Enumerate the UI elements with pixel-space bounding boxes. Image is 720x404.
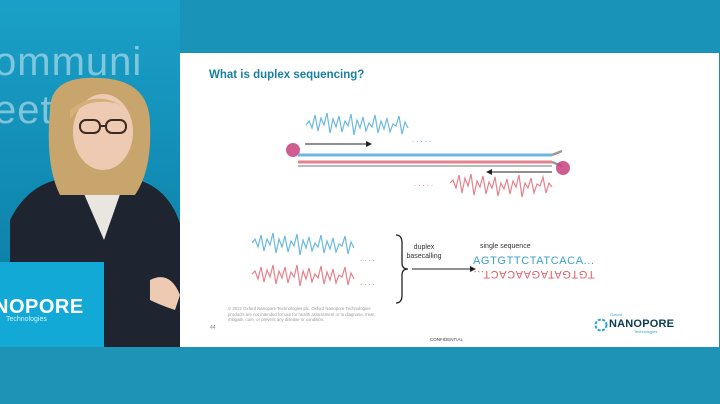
podium-sub: Technologies: [6, 316, 47, 323]
copyright-notice: © 2022 Oxford Nanopore Technologies plc.…: [228, 306, 378, 323]
logo-ring-icon: [594, 318, 608, 332]
confidential-label: CONFIDENTIAL: [430, 337, 463, 342]
sequence-top-bases: AGTGTTCTATCACA: [473, 255, 584, 267]
sequence-top-dots: ...: [584, 255, 595, 267]
single-sequence-label: single sequence: [480, 243, 531, 250]
motor-protein-top: [286, 143, 300, 157]
logo-tagline: Technologies: [634, 329, 657, 334]
duplex-basecalling-label: duplex basecalling: [394, 243, 454, 261]
motor-protein-bottom: [556, 161, 570, 175]
svg-text:....: ....: [360, 254, 377, 263]
duplex-diagram: ..... ..... .... ....: [180, 53, 719, 347]
page-number: 44: [210, 325, 216, 331]
sequence-bottom-bases: TGTGATAGAACACT: [484, 268, 595, 280]
sequence-bottom: TGTGATAGAACACT...: [473, 268, 595, 280]
bottom-band: [0, 347, 720, 404]
nanopore-logo: Oxford NANOPORE Technologies: [594, 316, 704, 336]
red-signal-bottom: [252, 265, 354, 286]
blue-signal-bottom: [252, 233, 354, 255]
sequence-bottom-dots: ...: [473, 268, 484, 280]
svg-text:.....: .....: [412, 135, 433, 144]
sequence-top: AGTGTTCTATCACA...: [473, 255, 595, 267]
red-signal-top: [450, 174, 552, 197]
logo-oxford: Oxford: [610, 312, 622, 317]
blue-signal-top: [306, 113, 408, 135]
svg-text:....: ....: [360, 278, 377, 287]
slide: What is duplex sequencing? ..... .....: [180, 53, 719, 347]
svg-text:.....: .....: [414, 179, 435, 188]
